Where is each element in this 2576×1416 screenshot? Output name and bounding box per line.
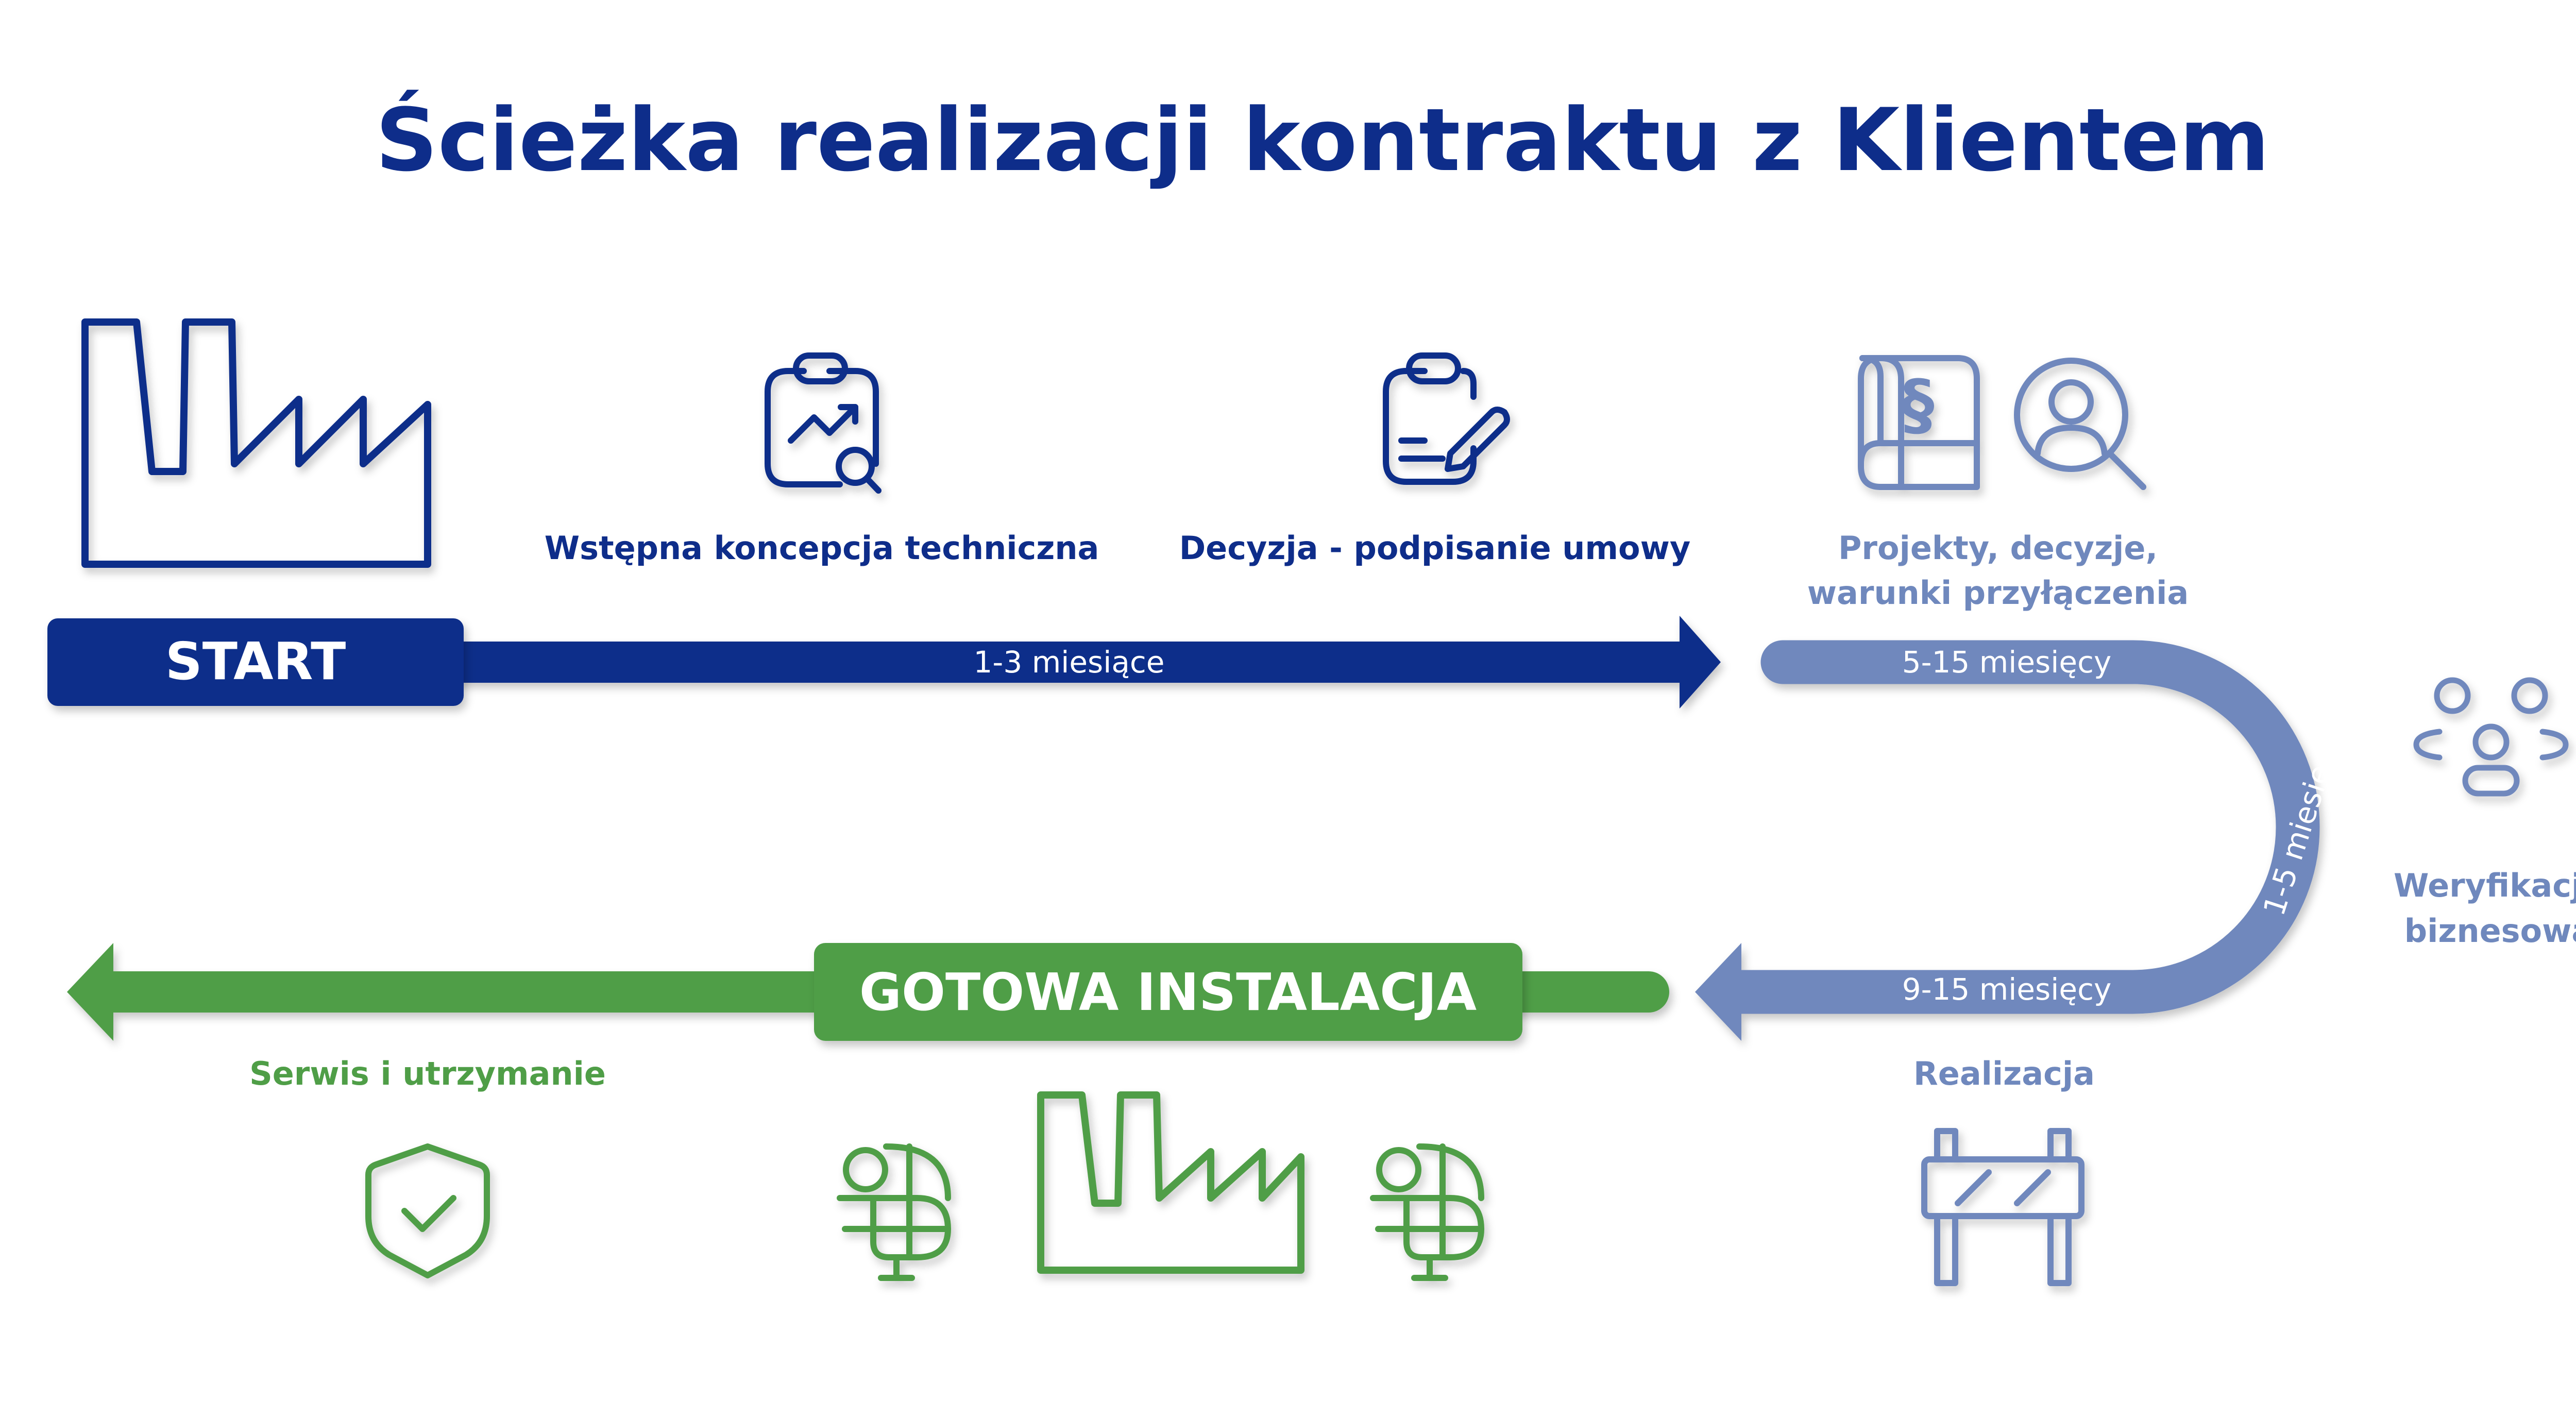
duration-first: 1-3 miesiące: [974, 645, 1165, 680]
solar-panel-icon: [1370, 1143, 1484, 1281]
page-title: Ścieżka realizacji kontraktu z Klientem: [376, 90, 2270, 191]
shield-check-icon: [365, 1143, 490, 1278]
step-concept-label: Wstępna koncepcja techniczna: [545, 529, 1099, 567]
duration-fourth: 9-15 miesięcy: [1902, 972, 2112, 1007]
factory-end-icon: [1037, 1091, 1304, 1274]
solar-panel-icon: [837, 1143, 951, 1281]
clipboard-chart-icon: [765, 352, 882, 494]
start-label: START: [165, 631, 346, 692]
step-decision-label: Decyzja - podpisanie umowy: [1179, 529, 1691, 567]
factory-icon: [81, 318, 431, 568]
step-projects-label-line2: warunki przyłączenia: [1807, 574, 2189, 612]
start-box: [47, 618, 464, 706]
u-turn-arrow: [1695, 640, 2320, 1041]
people-group-icon: [2413, 677, 2569, 797]
duration-second: 5-15 miesięcy: [1902, 645, 2112, 680]
step-projects-label-line1: Projekty, decyzje,: [1838, 529, 2158, 567]
law-book-icon: §: [1858, 355, 1980, 490]
road-barrier-icon: [1921, 1128, 2084, 1286]
step-verification-label-line2: biznesowa: [2404, 912, 2576, 950]
step-service-label: Serwis i utrzymanie: [249, 1055, 606, 1092]
finish-box: [814, 943, 1522, 1041]
top-arrow: [453, 616, 1721, 709]
step-verification-label-line1: Weryfikacja: [2394, 867, 2576, 904]
step-realization-label: Realizacja: [1913, 1055, 2095, 1092]
clipboard-sign-icon: [1383, 352, 1510, 485]
finish-label: GOTOWA INSTALACJA: [859, 962, 1477, 1022]
svg-text:§: §: [1901, 365, 1935, 444]
search-person-icon: [2014, 358, 2146, 490]
